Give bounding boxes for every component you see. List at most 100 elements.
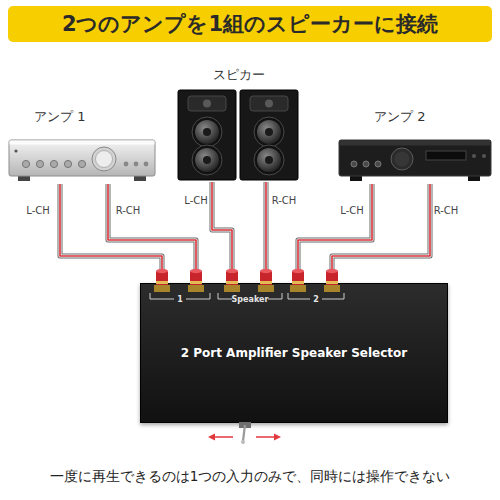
volume-knob (92, 147, 116, 171)
cable-sheath (298, 184, 372, 283)
cable-outline (264, 182, 269, 283)
amp-foot (468, 176, 480, 181)
speaker-cable (332, 184, 430, 283)
tweeter (203, 100, 211, 108)
dust-cap (265, 128, 273, 136)
cable-outline (332, 184, 430, 283)
post-top (226, 269, 238, 273)
selector-box: 2 Port Amplifier Speaker Selector (140, 283, 448, 423)
button (124, 162, 129, 167)
cable-outline (298, 184, 372, 283)
button (472, 154, 476, 158)
speaker-cable-group (266, 182, 267, 283)
speaker-cable (212, 182, 232, 283)
channel-label: L-CH (184, 195, 208, 206)
dust-cap (203, 156, 211, 164)
small-knob (363, 161, 369, 167)
small-knob (78, 160, 85, 167)
button (144, 162, 149, 167)
post-top (156, 269, 168, 273)
amp-foot (134, 176, 146, 181)
device-illustration (338, 138, 492, 184)
slide-arrow-head (274, 434, 281, 441)
woofer-rim (254, 145, 284, 175)
woofer-cone (257, 148, 281, 172)
display-window (426, 151, 466, 160)
cable-outline (60, 184, 162, 283)
post-top (260, 269, 272, 273)
channel-label: L-CH (340, 205, 364, 216)
channel-label: R-CH (116, 205, 141, 216)
small-knob (351, 161, 357, 167)
amp-body (9, 140, 155, 176)
device-label: スピカー (176, 66, 302, 84)
tweeter-horn (250, 96, 288, 111)
device-label: アンプ 2 (338, 108, 492, 126)
indicator (14, 149, 17, 152)
switch-knob (241, 440, 245, 444)
woofer-cone (257, 120, 281, 144)
speaker-cable-group (298, 184, 372, 283)
channel-label: L-CH (26, 205, 50, 216)
dust-cap (265, 156, 273, 164)
cable-sheath (60, 184, 162, 283)
amp-foot (350, 176, 362, 181)
speaker-cabinet (240, 90, 298, 180)
small-knob (36, 160, 43, 167)
cable-sheath (332, 184, 430, 283)
post-top (326, 269, 338, 273)
button (482, 154, 486, 158)
woofer-rim (192, 117, 222, 147)
tweeter (265, 100, 273, 108)
cable-sheath (108, 184, 196, 283)
slide-arrow-head (208, 434, 215, 441)
tweeter-horn (188, 96, 226, 111)
slide-arrow (213, 436, 233, 438)
port-label: 2 (313, 295, 319, 304)
device-illustration (8, 138, 156, 184)
speaker-cable-group (332, 184, 430, 283)
slide-arrow (256, 436, 276, 438)
speaker-cabinet (178, 90, 236, 180)
dust-cap (203, 128, 211, 136)
speaker-cable-group (60, 184, 162, 283)
small-knob (22, 160, 29, 167)
volume-knob-face (395, 152, 410, 167)
woofer-rim (192, 145, 222, 175)
caption-note: 一度に再生できるのは1つの入力のみで、同時には操作できない (0, 468, 500, 486)
woofer-cone (195, 148, 219, 172)
device-name: 2 Port Amplifier Speaker Selector (141, 346, 447, 360)
speaker-cable (60, 184, 162, 283)
post-top (292, 269, 304, 273)
cable-sheath (265, 182, 268, 283)
cable-outline (108, 184, 196, 283)
amp-top (340, 141, 491, 146)
amp-top (10, 141, 155, 145)
post-top (190, 269, 202, 273)
cable-outline (212, 182, 232, 283)
amplifier: アンプ 1 (8, 108, 158, 184)
volume-knob-face (96, 151, 113, 168)
speaker-cable (265, 182, 267, 283)
switch-lever (243, 425, 245, 441)
small-knob (375, 161, 381, 167)
amplifier: アンプ 2 (338, 108, 492, 184)
device-illustration (176, 88, 302, 182)
port-label: 1 (177, 295, 183, 304)
speaker-cable-group (212, 182, 232, 283)
small-knob (64, 160, 71, 167)
port-label: Speaker (232, 295, 269, 304)
channel-label: R-CH (272, 195, 297, 206)
woofer-rim (254, 117, 284, 147)
amp-body (339, 140, 491, 176)
channel-label: R-CH (434, 205, 459, 216)
small-knob (50, 160, 57, 167)
cable-sheath (212, 182, 232, 283)
volume-knob (391, 148, 413, 170)
speaker-cable-group (108, 184, 196, 283)
title-banner: 2つのアンプを1組のスピーカーに接続 (8, 6, 492, 42)
speaker-cable (108, 184, 196, 283)
device-label: アンプ 1 (8, 108, 158, 126)
amp-foot (18, 176, 30, 181)
